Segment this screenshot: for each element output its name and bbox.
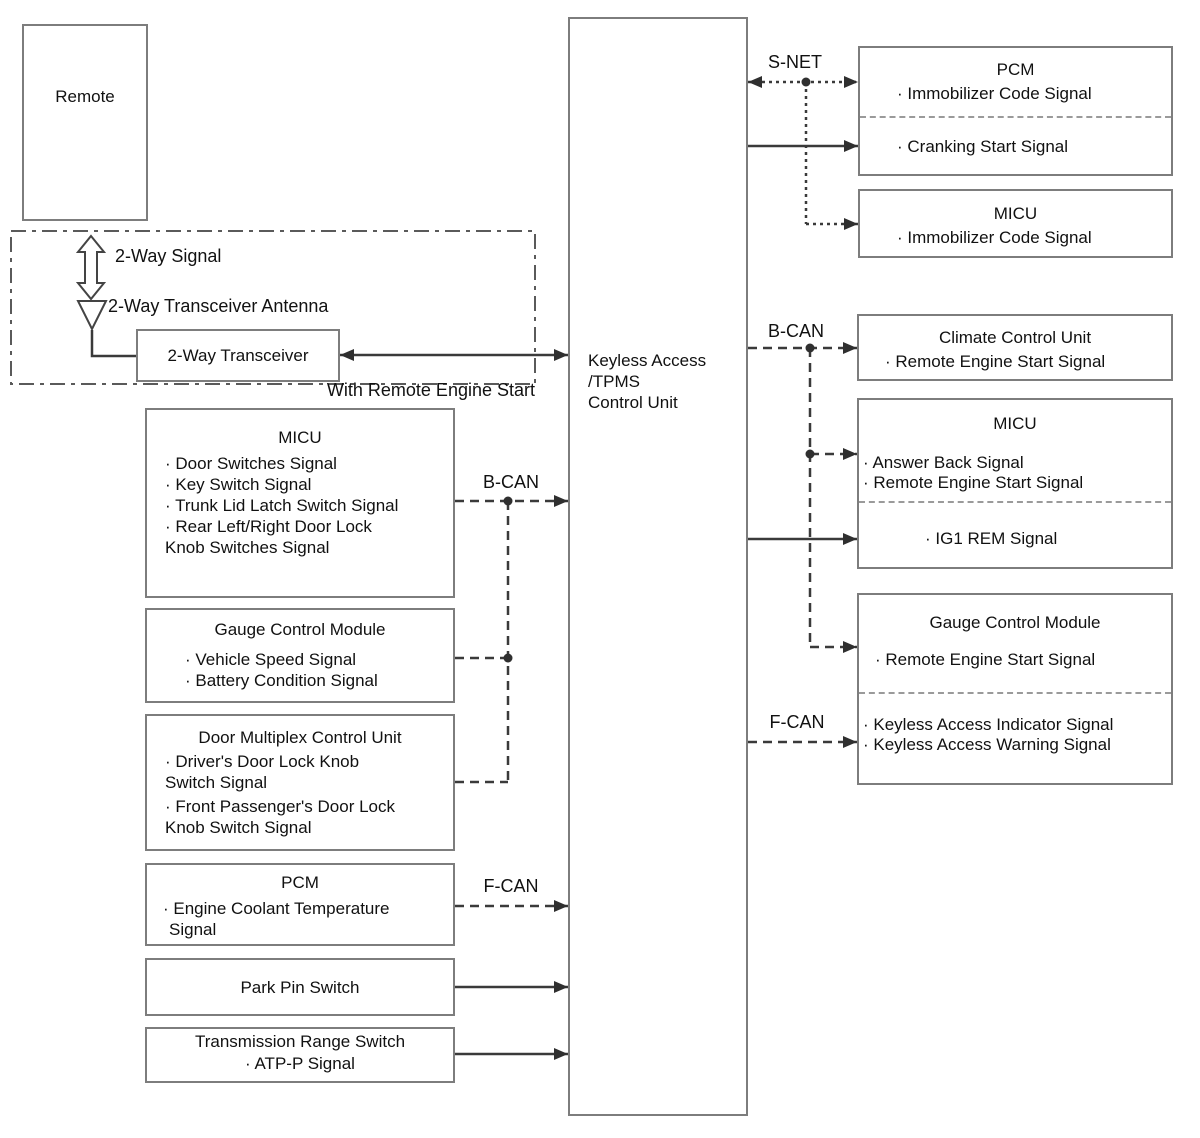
micu-left-title: MICU	[278, 428, 322, 447]
door-multiplex-box: Door Multiplex Control Unit · Driver's D…	[145, 714, 455, 851]
snet-bus-label: S-NET	[768, 52, 822, 72]
micu-remote-divider	[859, 501, 1171, 503]
snet-junction-dot	[801, 77, 811, 87]
transmission-range-switch-label: Transmission Range Switch	[194, 1032, 406, 1051]
micu-remote-box: MICU · Answer Back Signal · Remote Engin…	[857, 398, 1173, 569]
fcan-right-bus-label: F-CAN	[769, 712, 825, 732]
antenna-label: 2-Way Transceiver Antenna	[108, 296, 329, 316]
transmission-range-switch-box: Transmission Range Switch · ATP-P Signal	[145, 1027, 455, 1083]
gauge-left-signals: · Vehicle Speed Signal · Battery Conditi…	[185, 650, 378, 690]
gauge-left-box: Gauge Control Module · Vehicle Speed Sig…	[145, 608, 455, 703]
antenna-lead-line	[90, 330, 136, 358]
two-way-signal-arrow-icon	[75, 234, 107, 301]
two-way-transceiver-label: 2-Way Transceiver	[167, 346, 309, 365]
micu-immobilizer-box: MICU · Immobilizer Code Signal	[858, 189, 1173, 258]
micu-immobilizer-title: MICU	[993, 204, 1038, 223]
micu-right-junction-dot	[805, 449, 815, 459]
fcan-left-bus-label: F-CAN	[483, 876, 539, 896]
central-unit-label: Keyless Access /TPMS Control Unit	[588, 351, 707, 412]
pcm-left-title: PCM	[281, 873, 319, 892]
bcan-right-bus-label: B-CAN	[767, 321, 824, 341]
bcan-right-junction-dot	[805, 343, 815, 353]
door-multiplex-signals: · Driver's Door Lock Knob Switch Signal …	[165, 752, 396, 837]
gauge-right-box: Gauge Control Module · Remote Engine Sta…	[857, 593, 1173, 785]
pcm-left-box: PCM · Engine Coolant Temperature Signal	[145, 863, 455, 946]
gauge-right-divider	[859, 692, 1171, 694]
antenna-icon	[76, 300, 108, 332]
micu-left-signals: · Door Switches Signal · Key Switch Sign…	[165, 454, 399, 557]
door-multiplex-title: Door Multiplex Control Unit	[198, 728, 402, 747]
atp-p-signal-label: · ATP-P Signal	[245, 1054, 355, 1073]
gauge-left-title: Gauge Control Module	[214, 620, 386, 639]
remote-box: Remote	[22, 24, 148, 221]
climate-control-box: Climate Control Unit · Remote Engine Sta…	[857, 314, 1173, 381]
micu-left-box: MICU · Door Switches Signal · Key Switch…	[145, 408, 455, 598]
park-pin-switch-label: Park Pin Switch	[240, 977, 360, 997]
gauge-left-junction-dot	[503, 653, 513, 663]
micu-remote-title: MICU	[993, 414, 1037, 433]
pcm-right-title: PCM	[996, 60, 1035, 79]
remote-engine-start-group-frame	[10, 230, 536, 385]
two-way-signal-label: 2-Way Signal	[115, 246, 222, 266]
pcm-left-signals: · Engine Coolant Temperature Signal	[163, 899, 390, 939]
two-way-transceiver-box: 2-Way Transceiver	[136, 329, 340, 382]
remote-engine-start-note: With Remote Engine Start	[326, 380, 535, 400]
remote-label: Remote	[55, 87, 115, 106]
bcan-left-bus-label: B-CAN	[482, 472, 539, 492]
climate-control-title: Climate Control Unit	[938, 328, 1092, 347]
park-pin-switch-box: Park Pin Switch	[145, 958, 455, 1016]
pcm-right-box: PCM · Immobilizer Code Signal · Cranking…	[858, 46, 1173, 176]
keyless-access-control-unit-box: Keyless Access /TPMS Control Unit	[568, 17, 748, 1116]
pcm-right-divider	[860, 116, 1171, 118]
gauge-right-title: Gauge Control Module	[929, 613, 1101, 632]
bcan-left-junction-dot	[503, 496, 513, 506]
